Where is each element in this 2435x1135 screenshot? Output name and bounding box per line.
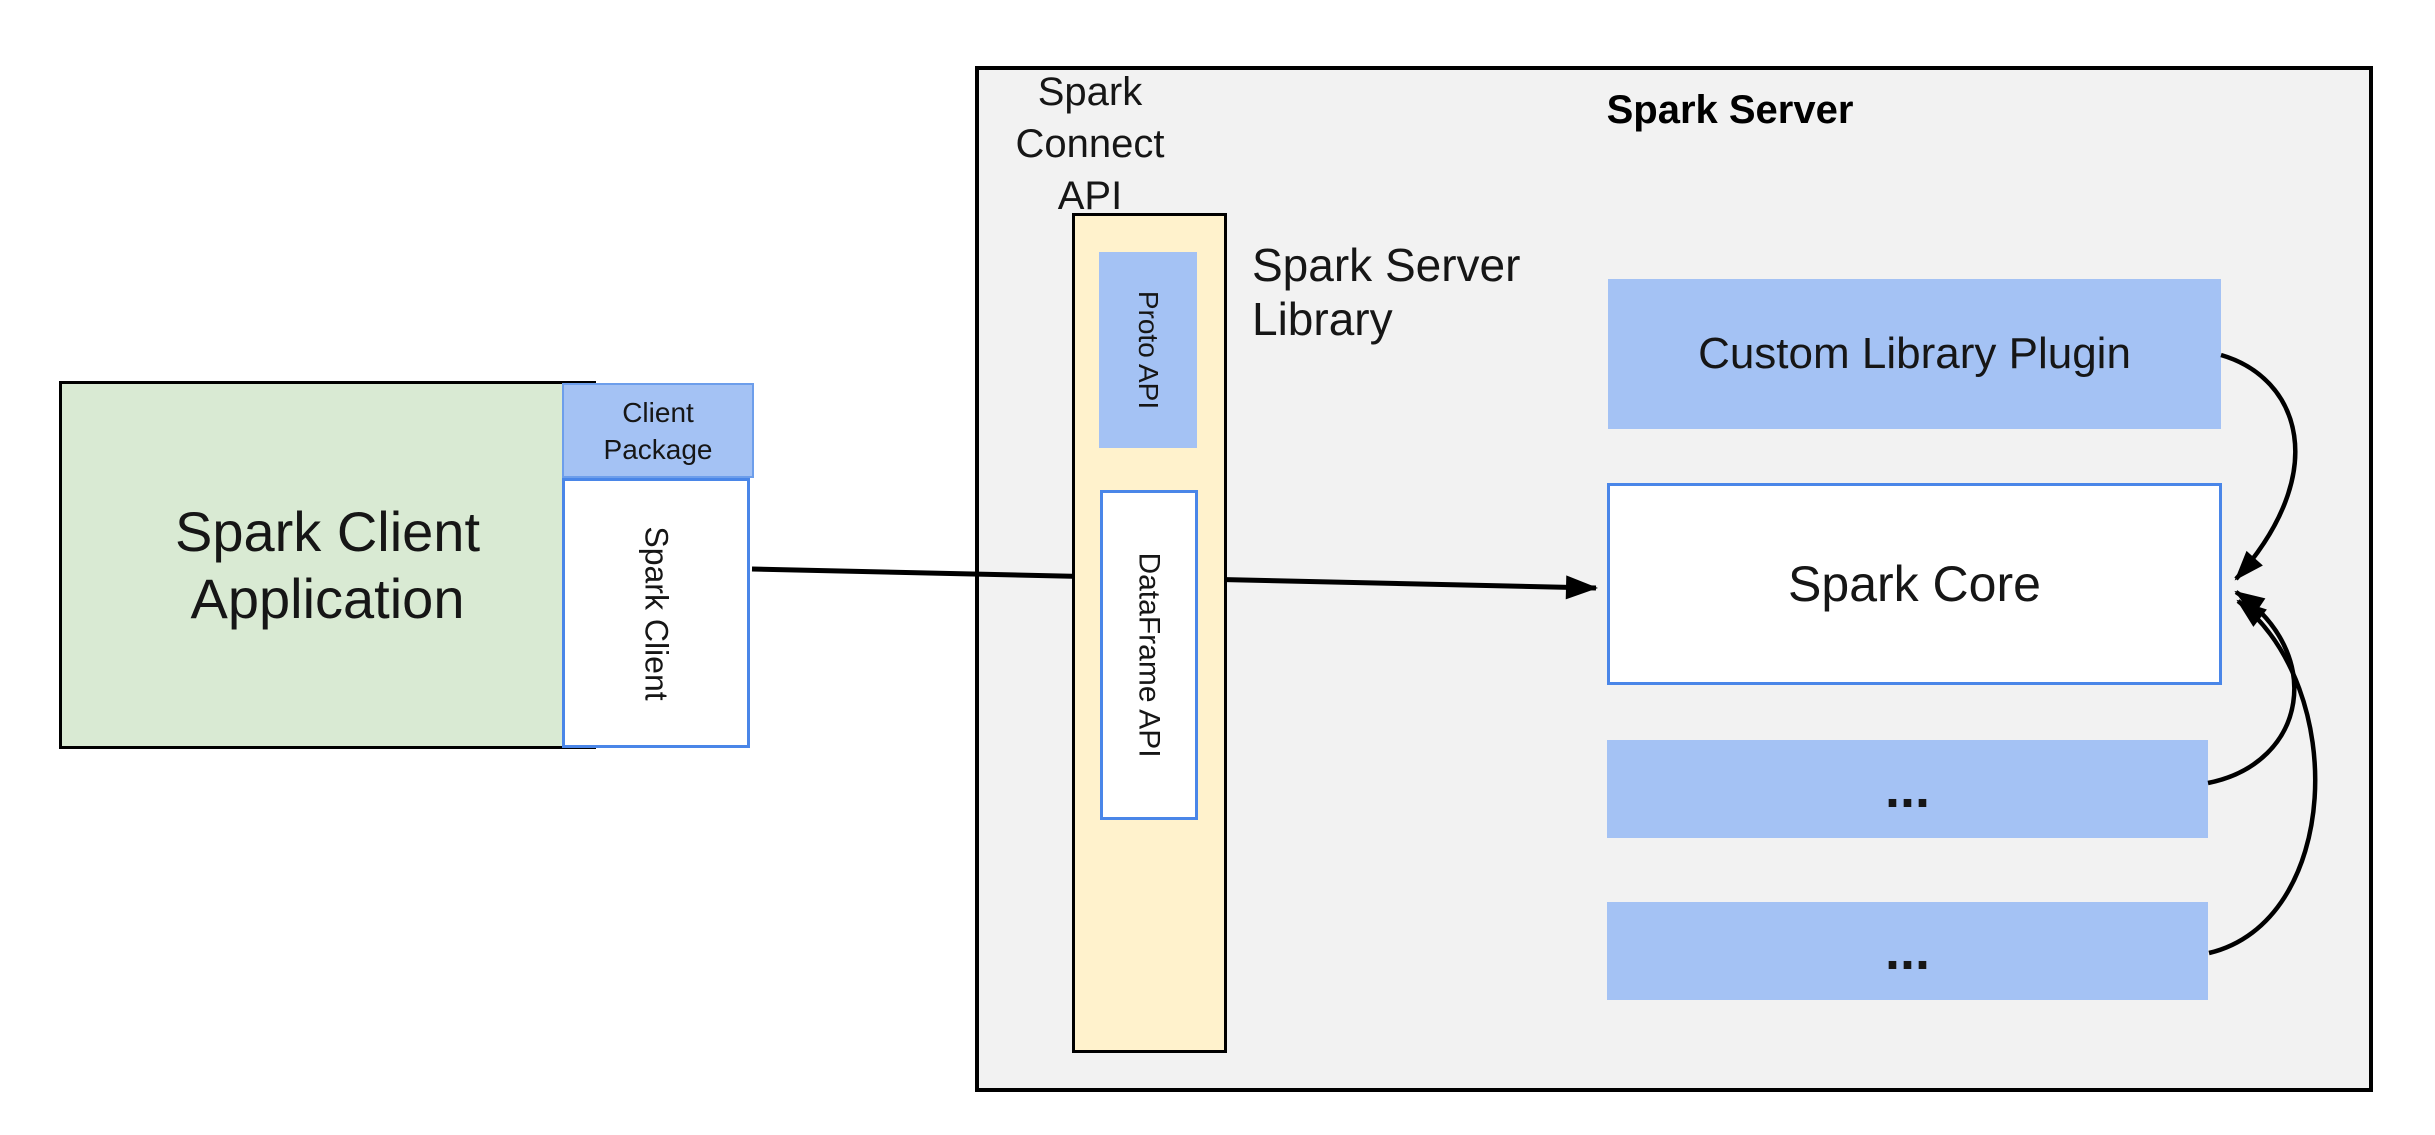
spark-core-label: Spark Core xyxy=(1788,556,2041,612)
dataframe-api-label: DataFrame API xyxy=(1133,552,1167,758)
ellipsis-label-2: ... xyxy=(1884,921,1930,981)
dataframe-api-box: DataFrame API xyxy=(1100,490,1198,820)
spark-client-application-label: Spark Client Application xyxy=(174,500,481,630)
custom-library-plugin-box: Custom Library Plugin xyxy=(1608,279,2221,429)
ellipsis-label-1: ... xyxy=(1884,759,1930,819)
spark-client-box: Spark Client xyxy=(562,478,750,748)
proto-api-label: Proto API xyxy=(1133,290,1165,410)
client-package-box: Client Package xyxy=(562,383,754,478)
proto-api-box: Proto API xyxy=(1099,252,1197,448)
spark-client-application-box: Spark Client Application xyxy=(59,381,596,749)
plugin-placeholder-box-2: ... xyxy=(1607,902,2208,1000)
spark-server-library-label: Spark Server Library xyxy=(1252,239,1521,345)
spark-core-box: Spark Core xyxy=(1607,483,2222,685)
spark-connect-api-label: Spark Connect API xyxy=(1015,70,1165,218)
custom-library-plugin-label: Custom Library Plugin xyxy=(1698,329,2131,378)
client-package-label: Client Package xyxy=(603,396,713,465)
spark-server-title: Spark Server xyxy=(1606,88,1854,132)
spark-client-label: Spark Client xyxy=(638,525,675,701)
plugin-placeholder-box-1: ... xyxy=(1607,740,2208,838)
